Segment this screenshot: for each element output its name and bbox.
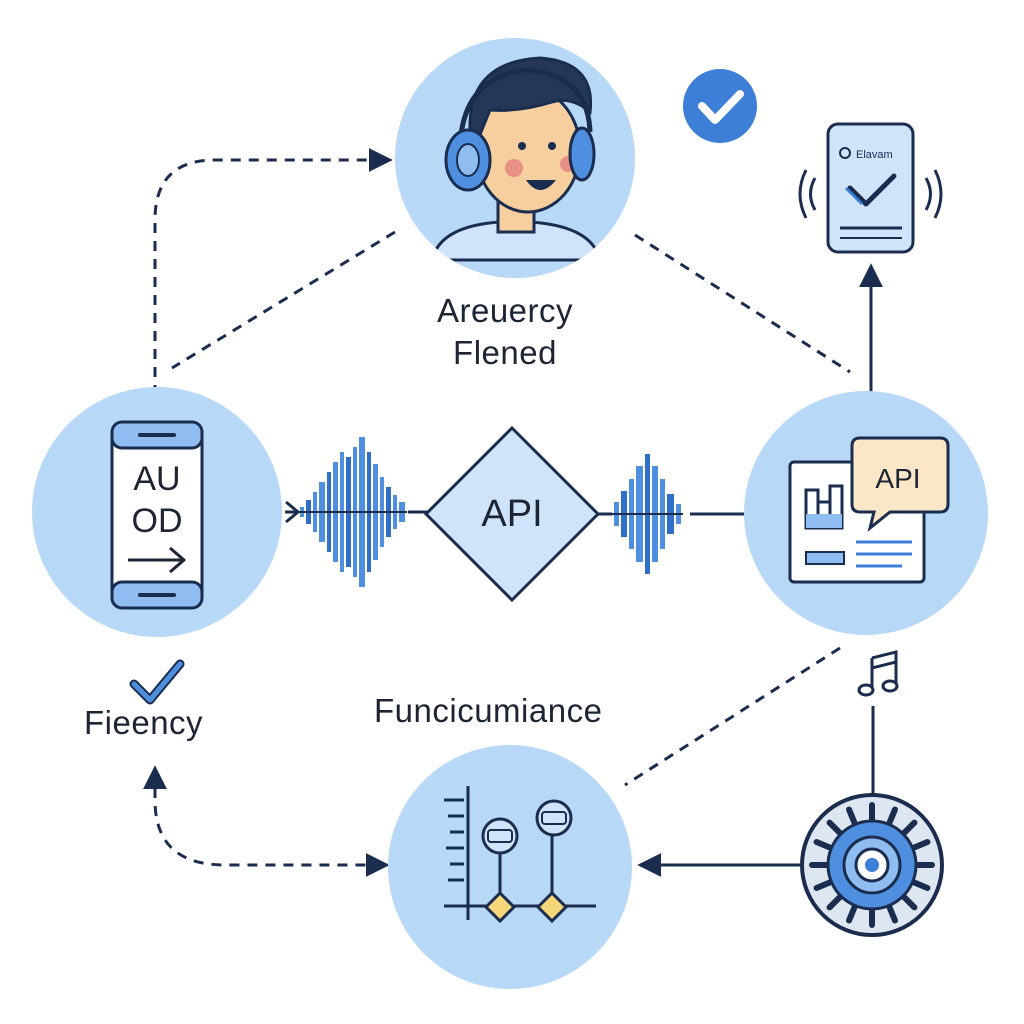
speaker-tooth [826, 894, 843, 911]
check-badge-icon [683, 69, 757, 143]
node-timeline-chart [388, 745, 632, 989]
audio-phone-icon: AU OD [110, 420, 204, 610]
checkmark-icon [129, 659, 185, 705]
node-audio-phone: AU OD [32, 387, 282, 637]
speaker-tooth [846, 904, 858, 924]
speaker-tooth [886, 904, 898, 924]
api-diamond-label: API [481, 493, 542, 535]
waveform-right-icon [596, 454, 683, 574]
device-app-name: Elavam [856, 149, 893, 161]
connector-left-to-top [153, 148, 393, 395]
speaker-tooth [886, 806, 898, 826]
timeline-chart-icon [444, 786, 596, 924]
bottom-label: Funcicumiance [374, 692, 603, 729]
speaker-tooth [911, 839, 931, 851]
speaker-tooth [813, 839, 833, 851]
phone-notification-icon: Elavam [798, 122, 943, 254]
connector-left-to-bottom [143, 765, 390, 877]
node-headset-user [395, 38, 635, 278]
connector-top-left-diagonal [171, 230, 396, 370]
connectors [143, 148, 883, 877]
top-label-line1: Areuercy [436, 292, 574, 329]
speaker-tooth [911, 879, 931, 891]
api-bubble-label: API [875, 463, 920, 494]
api-dashboard-icon: API [788, 436, 950, 584]
phone-text-line1: AU [133, 460, 180, 498]
connector-top-right-diagonal [634, 233, 851, 374]
headset-user-icon [430, 56, 602, 262]
api-diamond-icon: API [423, 425, 601, 603]
speaker-tooth [813, 879, 833, 891]
speaker-tooth [826, 819, 843, 836]
waveform-icon [285, 437, 436, 587]
connector-right-bottom-diagonal [624, 646, 841, 787]
speaker-tooth [846, 806, 858, 826]
speaker-tooth [901, 894, 918, 911]
speaker-tooth [901, 819, 918, 836]
left-label: Fieency [84, 704, 204, 741]
top-label-line2: Flened [453, 334, 557, 371]
speaker-icon [800, 793, 944, 937]
node-api-dashboard: API [744, 391, 988, 635]
music-note-icon [857, 650, 899, 697]
phone-text-line2: OD [132, 502, 183, 540]
